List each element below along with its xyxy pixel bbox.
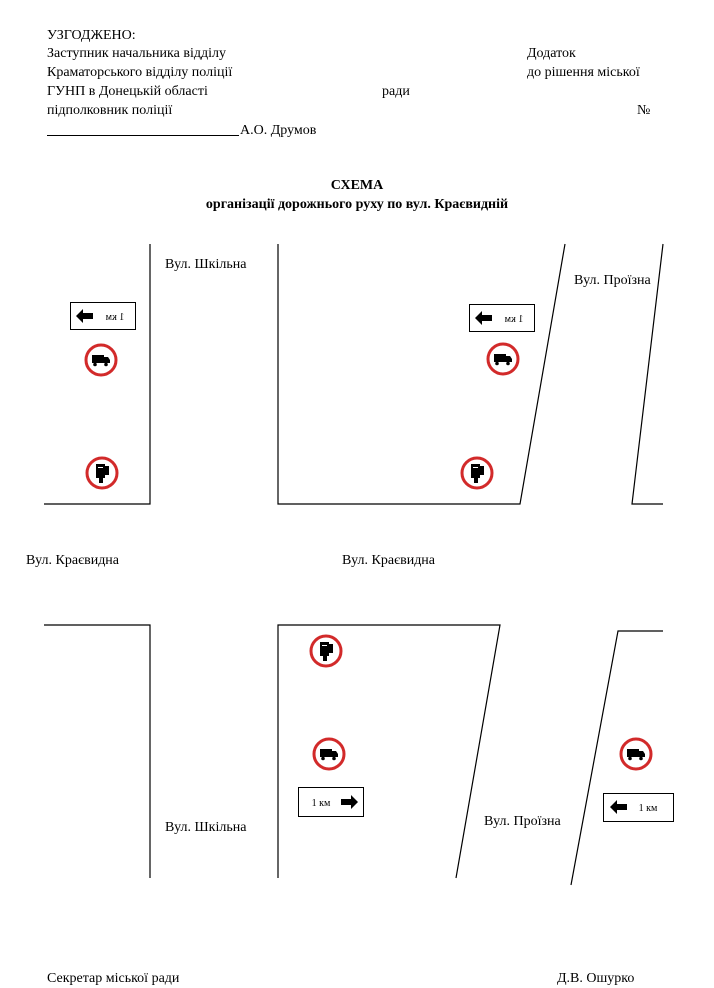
road-edge-bottom-left — [44, 624, 151, 878]
approver-position-line1: Заступник начальника відділу — [47, 46, 226, 61]
distance-plate-bottom-middle: 1 км — [298, 787, 364, 817]
street-label-shkilna-top: Вул. Шкільна — [165, 257, 247, 272]
no-dangerous-goods-sign-icon — [460, 456, 494, 490]
arrow-left-icon — [475, 311, 492, 325]
no-trucks-sign-icon — [619, 737, 653, 771]
plate-text-bottom-right: 1 км — [639, 803, 658, 814]
distance-plate-bottom-right: 1 км — [603, 793, 674, 822]
street-label-shkilna-bottom: Вул. Шкільна — [165, 820, 247, 835]
signature-line — [47, 135, 239, 136]
street-label-proizna-top: Вул. Проїзна — [574, 273, 651, 288]
plate-text-top-left: 1 км — [105, 312, 124, 323]
no-trucks-sign-icon — [486, 342, 520, 376]
distance-plate-top-middle: 1 км — [469, 304, 535, 332]
street-label-kraievydna-left: Вул. Краєвидна — [26, 553, 120, 568]
scheme-title: СХЕМА — [330, 178, 384, 193]
arrow-left-icon — [610, 800, 627, 814]
appendix-council: ради — [382, 84, 410, 99]
no-dangerous-goods-sign-icon — [309, 634, 343, 668]
approver-position-line2: Краматорського відділу поліції — [47, 65, 233, 80]
road-edge-top-right — [631, 243, 664, 505]
road-edge-top-left — [44, 244, 151, 505]
street-label-proizna-bottom: Вул. Проїзна — [484, 814, 561, 829]
approved-label: УЗГОДЖЕНО: — [47, 28, 136, 43]
no-trucks-sign-icon — [84, 343, 118, 377]
approver-rank: підполковник поліції — [47, 103, 173, 118]
arrow-left-icon — [76, 309, 93, 323]
distance-plate-top-left: 1 км — [70, 302, 136, 330]
street-label-kraievydna-middle: Вул. Краєвидна — [342, 553, 436, 568]
approver-name: А.О. Друмов — [240, 123, 317, 138]
road-edge-bottom-middle — [277, 624, 501, 879]
no-trucks-sign-icon — [312, 737, 346, 771]
appendix-label: Додаток — [527, 46, 576, 61]
road-edge-top-middle — [277, 243, 566, 505]
appendix-number: № — [637, 103, 651, 118]
no-dangerous-goods-sign-icon — [85, 456, 119, 490]
plate-text-bottom-middle: 1 км — [312, 798, 331, 809]
secretary-name: Д.В. Ошурко — [557, 971, 635, 986]
road-edge-bottom-right — [570, 630, 663, 886]
secretary-position: Секретар міської ради — [47, 971, 180, 986]
arrow-right-icon — [341, 795, 358, 809]
appendix-to: до рішення міської — [527, 65, 640, 80]
approver-position-line3: ГУНП в Донецькій області — [47, 84, 208, 99]
plate-text-top-middle: 1 км — [504, 314, 523, 325]
scheme-subtitle: організації дорожнього руху по вул. Крає… — [205, 197, 509, 212]
